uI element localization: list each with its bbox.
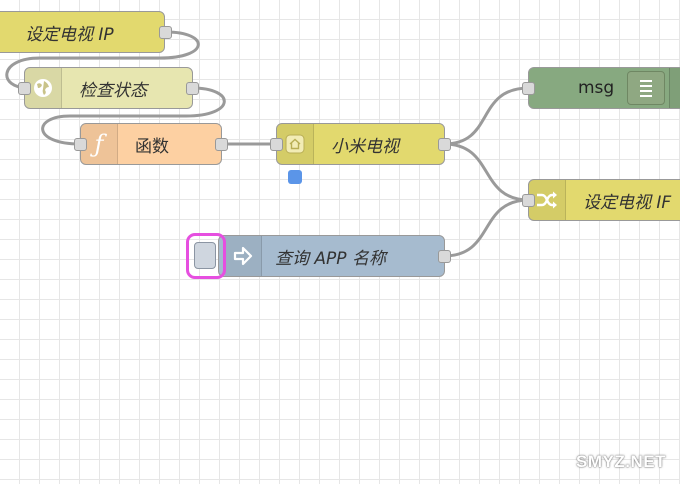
output-port[interactable] bbox=[159, 26, 172, 39]
output-port[interactable] bbox=[186, 82, 199, 95]
node-label: 函数 bbox=[135, 136, 169, 157]
node-label: 设定电视 IF bbox=[583, 192, 672, 213]
node-icon-area: ƒ bbox=[81, 124, 118, 164]
node-icon-area bbox=[225, 236, 262, 276]
input-port[interactable] bbox=[270, 138, 283, 151]
node-mi-tv[interactable]: 小米电视 bbox=[276, 123, 445, 165]
node-label: 检查状态 bbox=[79, 80, 147, 101]
node-set-tv-ip-right[interactable]: 设定电视 IF bbox=[528, 179, 680, 221]
output-port[interactable] bbox=[438, 138, 451, 151]
node-function[interactable]: ƒ 函数 bbox=[80, 123, 222, 165]
debug-list-icon bbox=[640, 80, 652, 97]
wire-mitv-to-msg[interactable] bbox=[443, 86, 530, 146]
function-icon: ƒ bbox=[94, 130, 104, 158]
node-query-app-name[interactable]: 查询 APP 名称 bbox=[218, 235, 445, 277]
debug-toggle-button[interactable] bbox=[627, 71, 665, 105]
node-set-tv-ip-top[interactable]: 设定电视 IP bbox=[0, 11, 165, 53]
status-indicator bbox=[288, 170, 302, 184]
input-port[interactable] bbox=[74, 138, 87, 151]
inject-button-face[interactable] bbox=[194, 242, 216, 269]
node-label: 查询 APP 名称 bbox=[275, 248, 386, 269]
node-icon-area bbox=[277, 124, 314, 164]
node-msg-debug[interactable]: msg bbox=[528, 67, 680, 109]
node-label: 小米电视 bbox=[331, 136, 399, 157]
input-port[interactable] bbox=[522, 82, 535, 95]
watermark-text: SMYZ.NET bbox=[576, 452, 666, 471]
watermark: SMYZ.NET bbox=[576, 452, 666, 472]
wire-ip-to-check[interactable] bbox=[5, 30, 200, 90]
output-port[interactable] bbox=[215, 138, 228, 151]
globe-icon bbox=[34, 79, 52, 97]
wire-query-to-setip[interactable] bbox=[443, 198, 530, 258]
node-label: 设定电视 IP bbox=[25, 24, 114, 45]
output-port[interactable] bbox=[438, 250, 451, 263]
node-icon-area bbox=[669, 68, 680, 108]
home-icon bbox=[285, 134, 305, 154]
node-label: msg bbox=[578, 78, 615, 98]
shuffle-icon bbox=[537, 191, 557, 209]
node-check-status[interactable]: 检查状态 bbox=[24, 67, 193, 109]
node-icon-area bbox=[529, 180, 566, 220]
input-port[interactable] bbox=[522, 194, 535, 207]
inject-trigger-button[interactable] bbox=[186, 233, 226, 279]
node-icon-area bbox=[25, 68, 62, 108]
wire-mitv-to-setip[interactable] bbox=[443, 142, 530, 202]
input-port[interactable] bbox=[18, 82, 31, 95]
wire-check-to-function[interactable] bbox=[41, 86, 226, 146]
arrow-right-icon bbox=[233, 246, 253, 266]
